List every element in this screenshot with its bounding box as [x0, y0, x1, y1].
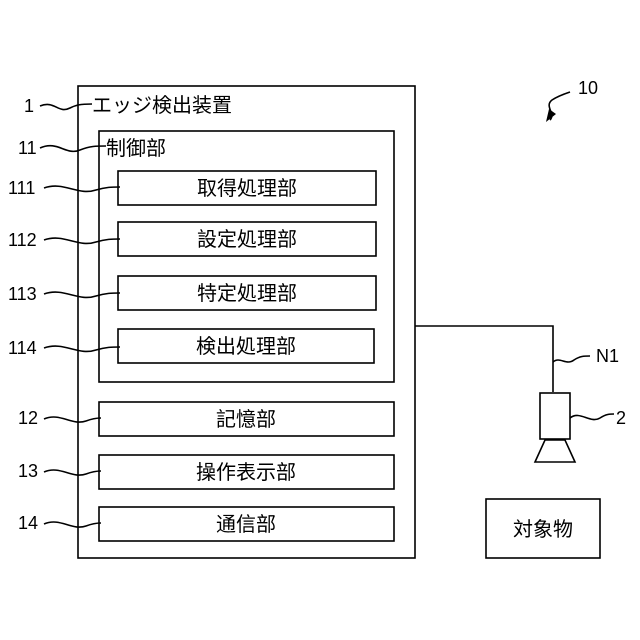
- ref-112: 112: [8, 230, 37, 250]
- unit-label-111: 取得処理部: [197, 176, 297, 200]
- ref-13: 13: [18, 461, 38, 481]
- ref-14: 14: [18, 513, 38, 533]
- leader-line-N1: [553, 356, 590, 362]
- leader-line-13: [44, 470, 101, 475]
- leader-line-112: [44, 238, 120, 243]
- ref-113: 113: [8, 284, 37, 304]
- leader-line-111: [44, 186, 120, 191]
- leader-line-2: [570, 414, 614, 420]
- leader-line-12: [44, 417, 101, 422]
- target-label: 対象物: [513, 517, 573, 541]
- unit-label-112: 設定処理部: [197, 227, 297, 251]
- leader-line-11: [40, 146, 106, 152]
- camera-icon: [535, 393, 575, 462]
- controller-title: 制御部: [106, 136, 166, 160]
- unit-label-113: 特定処理部: [197, 281, 297, 305]
- ref-controller: 11: [18, 138, 37, 158]
- leader-line-114: [44, 346, 120, 351]
- ref-12: 12: [18, 408, 38, 428]
- ref-camera: 2: [616, 408, 626, 428]
- leader-line-14: [44, 522, 101, 527]
- ref-111: 111: [8, 178, 35, 198]
- ref-device: 1: [24, 96, 34, 116]
- unit-label-13: 操作表示部: [196, 460, 296, 484]
- unit-label-12: 記憶部: [216, 407, 276, 431]
- unit-label-14: 通信部: [216, 512, 276, 536]
- unit-label-114: 検出処理部: [196, 334, 296, 358]
- ref-114: 114: [8, 338, 37, 358]
- device-title: エッジ検出装置: [92, 93, 232, 117]
- network-line: [415, 326, 553, 392]
- leader-line-113: [44, 292, 120, 297]
- ref-network: N1: [596, 346, 619, 366]
- leader-line-1: [40, 104, 92, 110]
- ref-system: 10: [578, 78, 598, 98]
